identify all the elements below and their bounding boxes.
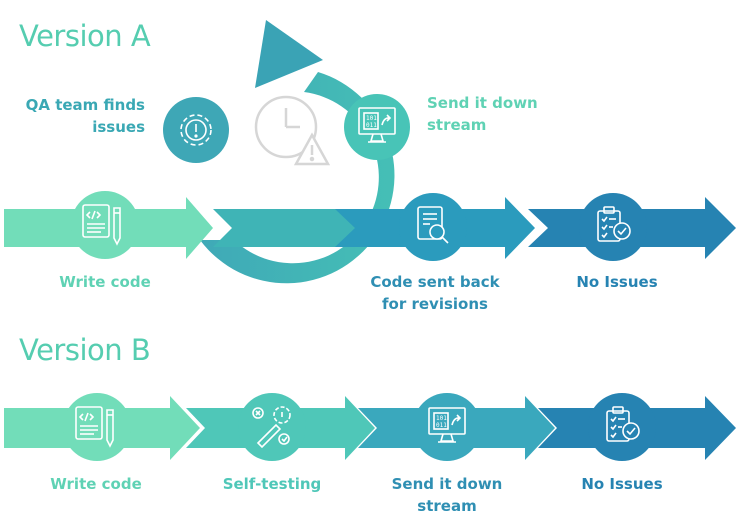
- binary-monitor-icon: 101 011: [428, 407, 466, 443]
- circle-code-b: [63, 393, 131, 461]
- clock-warning-icon: [254, 95, 331, 166]
- binary-monitor-icon: 101 011: [358, 107, 396, 143]
- self-testing-icon: [252, 406, 291, 449]
- gear-alert-icon: [180, 114, 212, 146]
- code-document-icon: [75, 406, 114, 448]
- no-issues-label-a: No Issues: [576, 273, 658, 291]
- qa-team-label-line1: QA team finds: [25, 96, 145, 114]
- send-downstream-a-line1: Send it down: [427, 94, 538, 112]
- checklist-icon: [597, 206, 631, 242]
- checklist-icon: [606, 406, 640, 442]
- write-code-label-a: Write code: [59, 273, 151, 291]
- code-sent-back-line2: for revisions: [382, 295, 488, 313]
- circle-monitor: [344, 94, 410, 160]
- loop-connector: [213, 209, 372, 247]
- send-downstream-b-line1: Send it down: [391, 475, 503, 493]
- version-b-title: Version B: [19, 333, 151, 367]
- feedback-loop-arrowhead: [255, 20, 323, 88]
- send-downstream-label-a: Send it down stream: [427, 92, 577, 136]
- code-sent-back-label: Code sent back for revisions: [360, 271, 510, 315]
- qa-team-label-line2: issues: [92, 118, 145, 136]
- send-downstream-a-line2: stream: [427, 116, 487, 134]
- svg-text:011: 011: [366, 122, 377, 129]
- svg-text:011: 011: [436, 422, 447, 429]
- code-sent-back-line1: Code sent back: [370, 273, 500, 291]
- write-code-label-b: Write code: [50, 475, 142, 493]
- circle-code-a: [71, 191, 139, 259]
- version-a-title: Version A: [19, 19, 151, 53]
- svg-text:101: 101: [366, 115, 377, 122]
- no-issues-label-b: No Issues: [581, 475, 663, 493]
- self-testing-label: Self-testing: [222, 475, 322, 493]
- send-downstream-b-line2: stream: [417, 497, 477, 515]
- send-downstream-label-b: Send it down stream: [377, 473, 517, 517]
- circle-monitor-b: [413, 393, 481, 461]
- code-document-icon: [82, 204, 121, 246]
- qa-team-label: QA team finds issues: [10, 94, 145, 138]
- document-search-icon: [417, 206, 449, 244]
- circle-self-testing: [238, 393, 306, 461]
- svg-text:101: 101: [436, 415, 447, 422]
